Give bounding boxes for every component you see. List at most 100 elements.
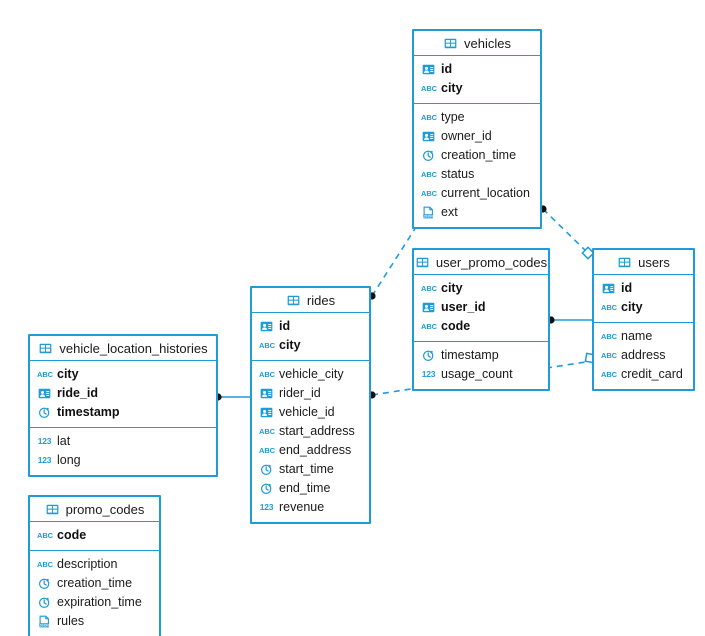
column-name: vehicle_city bbox=[279, 367, 344, 382]
column-row[interactable]: owner_id bbox=[414, 127, 540, 146]
abc-text-icon: ABC bbox=[259, 427, 275, 436]
number-123-icon: 123 bbox=[259, 502, 274, 512]
column-row[interactable]: ride_id bbox=[30, 384, 216, 403]
column-name: owner_id bbox=[441, 129, 492, 144]
column-row[interactable]: rider_id bbox=[252, 384, 369, 403]
column-name: end_time bbox=[279, 481, 331, 496]
column-name: rider_id bbox=[279, 386, 321, 401]
table-icon bbox=[45, 503, 60, 516]
column-name: name bbox=[621, 329, 653, 344]
column-name: end_address bbox=[279, 443, 352, 458]
column-name: city bbox=[57, 367, 79, 382]
table-header[interactable]: user_promo_codes bbox=[414, 250, 548, 275]
column-row[interactable]: end_time bbox=[252, 479, 369, 498]
clock-timestamp-icon bbox=[37, 577, 52, 590]
table-header[interactable]: promo_codes bbox=[30, 497, 159, 522]
table-header[interactable]: rides bbox=[252, 288, 369, 313]
relationship-vehicle_location_histories-rides[interactable] bbox=[214, 393, 250, 401]
column-row[interactable]: id bbox=[594, 279, 693, 298]
column-name: status bbox=[441, 167, 475, 182]
table-title: vehicles bbox=[464, 35, 511, 51]
abc-text-icon: ABC bbox=[601, 370, 617, 379]
column-name: city bbox=[441, 281, 463, 296]
abc-text-icon: ABC bbox=[259, 446, 275, 455]
column-name: type bbox=[441, 110, 465, 125]
relationship-line bbox=[542, 208, 592, 257]
column-row[interactable]: ABC type bbox=[414, 108, 540, 127]
column-row[interactable]: user_id bbox=[414, 298, 548, 317]
column-row[interactable]: timestamp bbox=[414, 346, 548, 365]
relationship-user_promo_codes-users[interactable] bbox=[547, 316, 592, 324]
table-title: users bbox=[638, 254, 670, 270]
column-row[interactable]: ABC city bbox=[414, 79, 540, 98]
column-row[interactable]: ABC end_address bbox=[252, 441, 369, 460]
column-row[interactable]: timestamp bbox=[30, 403, 216, 422]
key-id-icon bbox=[421, 130, 436, 143]
abc-text-icon: ABC bbox=[601, 303, 617, 312]
abc-text-icon: ABC bbox=[421, 113, 437, 122]
clock-timestamp-icon bbox=[37, 406, 52, 419]
column-name: city bbox=[279, 338, 301, 353]
column-row[interactable]: start_time bbox=[252, 460, 369, 479]
column-name: rules bbox=[57, 614, 85, 629]
column-name: id bbox=[621, 281, 633, 296]
number-123-icon: 123 bbox=[37, 455, 52, 465]
column-row[interactable]: creation_time bbox=[30, 574, 159, 593]
json-document-icon: JSON bbox=[421, 206, 436, 219]
table-header[interactable]: vehicles bbox=[414, 31, 540, 56]
column-row[interactable]: creation_time bbox=[414, 146, 540, 165]
column-name: creation_time bbox=[441, 148, 517, 163]
table-header[interactable]: vehicle_location_histories bbox=[30, 336, 216, 361]
abc-text-icon: ABC bbox=[37, 370, 53, 379]
column-name: city bbox=[441, 81, 463, 96]
clock-timestamp-icon bbox=[37, 596, 52, 609]
column-name: id bbox=[441, 62, 453, 77]
abc-text-icon: ABC bbox=[259, 370, 275, 379]
table-header[interactable]: users bbox=[594, 250, 693, 275]
table-title: promo_codes bbox=[65, 501, 145, 517]
column-row[interactable]: ABC city bbox=[30, 365, 216, 384]
column-row[interactable]: expiration_time bbox=[30, 593, 159, 612]
column-name: timestamp bbox=[441, 348, 499, 363]
column-row[interactable]: vehicle_id bbox=[252, 403, 369, 422]
column-name: user_id bbox=[441, 300, 486, 315]
column-row[interactable]: id bbox=[252, 317, 369, 336]
key-id-icon bbox=[421, 301, 436, 314]
clock-timestamp-icon bbox=[259, 482, 274, 495]
key-id-icon bbox=[259, 387, 274, 400]
abc-text-icon: ABC bbox=[421, 84, 437, 93]
column-row[interactable]: id bbox=[414, 60, 540, 79]
column-row[interactable]: ABC vehicle_city bbox=[252, 365, 369, 384]
